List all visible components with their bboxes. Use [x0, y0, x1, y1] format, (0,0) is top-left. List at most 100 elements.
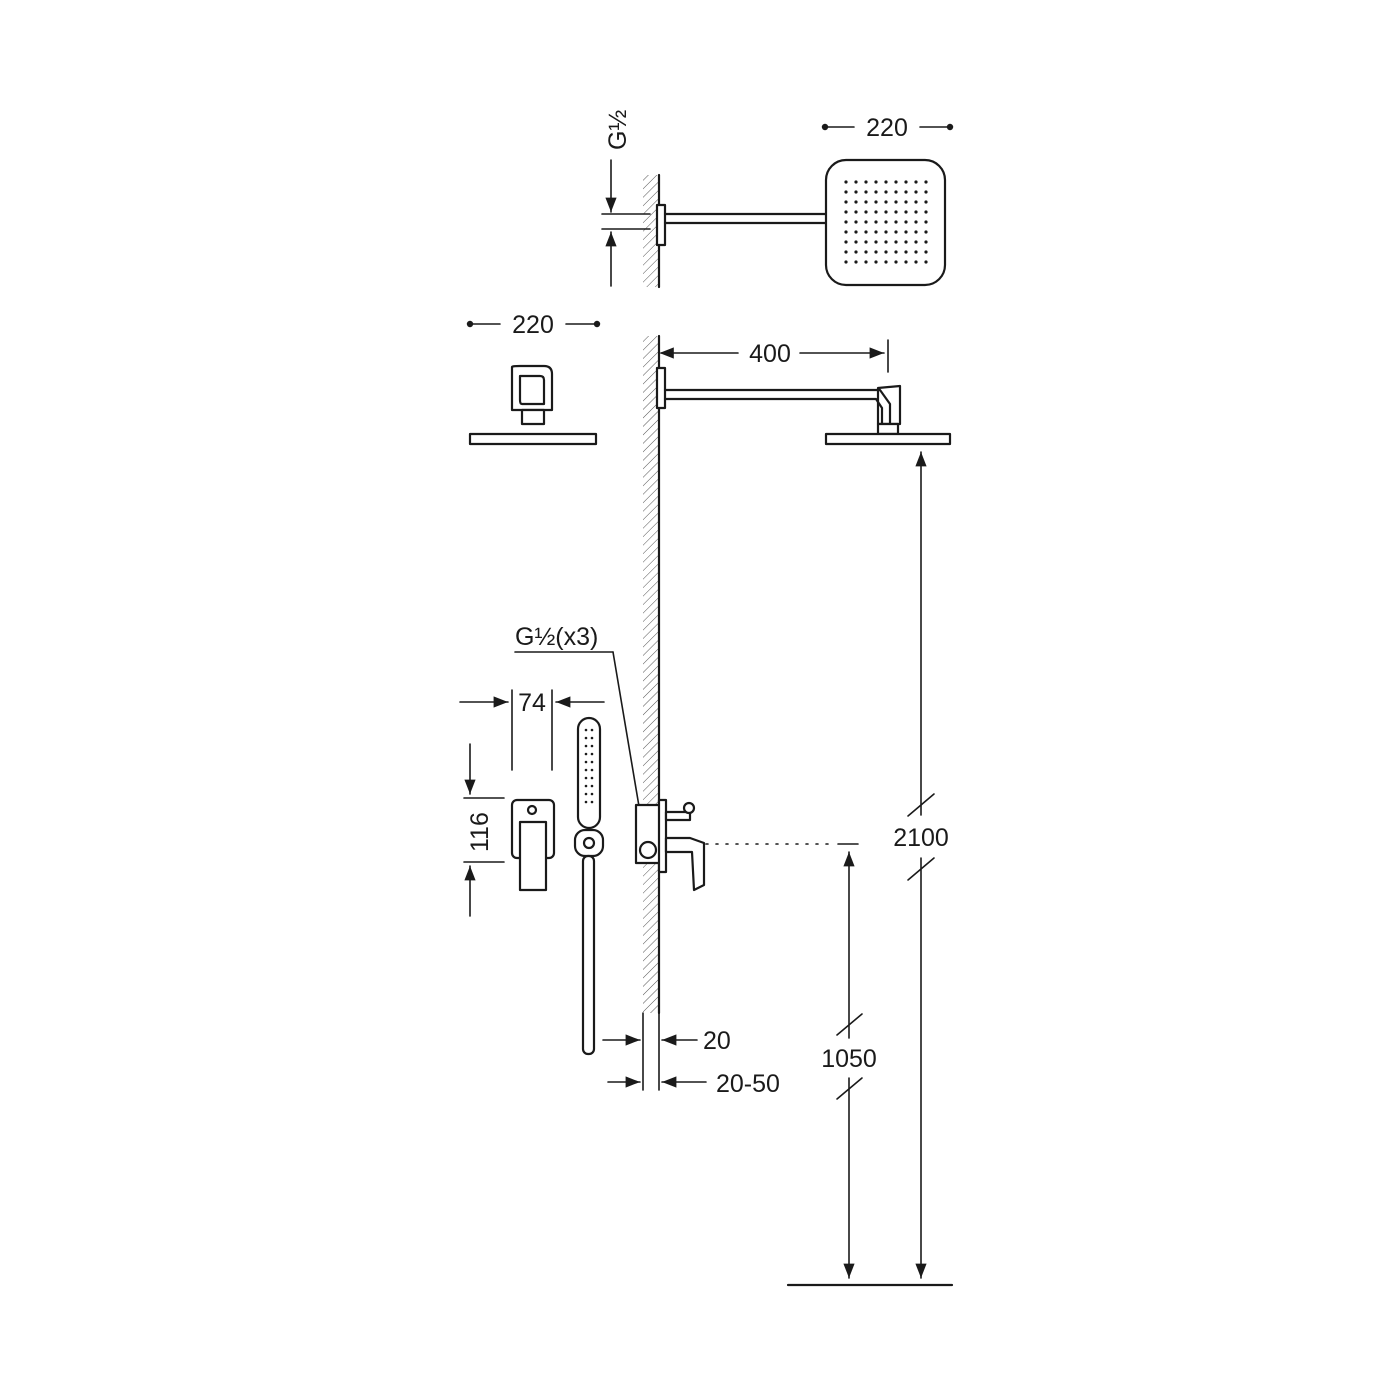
hand-nozzle-dot [590, 800, 594, 804]
nozzle-dot [844, 250, 848, 254]
hand-nozzle-dot [584, 728, 588, 732]
nozzle-dot [874, 200, 878, 204]
height-dimensions: 1050 2100 [786, 451, 954, 1287]
hand-nozzle-dot [590, 760, 594, 764]
nozzle-dot [894, 230, 898, 234]
nozzle-dot [924, 260, 928, 264]
nozzle-dot [864, 210, 868, 214]
nozzle-dot [894, 220, 898, 224]
nozzle-dot [864, 190, 868, 194]
nozzle-dot [924, 220, 928, 224]
handle-height-dimension: 116 [463, 743, 505, 917]
handle-width-label: 74 [518, 689, 546, 717]
nozzle-dot [884, 230, 888, 234]
nozzle-dot [894, 250, 898, 254]
wall-offset-label: 20 [703, 1027, 731, 1055]
nozzle-dot [884, 220, 888, 224]
nozzle-dot [914, 200, 918, 204]
nozzle-dot [914, 240, 918, 244]
nozzle-dot [924, 190, 928, 194]
nozzle-dot [914, 250, 918, 254]
nozzle-dot [904, 210, 908, 214]
nozzle-dot [884, 210, 888, 214]
nozzle-dot [874, 260, 878, 264]
hand-shower-hose [581, 854, 596, 1056]
head-connector-side [876, 422, 900, 436]
nozzle-dot [924, 180, 928, 184]
rain-head-side-view [824, 432, 952, 446]
nozzle-dot [904, 230, 908, 234]
wall-flange-side [655, 366, 667, 410]
nozzle-dot [884, 260, 888, 264]
hand-nozzle-dot [584, 768, 588, 772]
nozzle-dot [864, 220, 868, 224]
nozzle-dot [894, 240, 898, 244]
nozzle-dot [864, 250, 868, 254]
handle-height-label: 116 [466, 812, 494, 852]
nozzle-dot [894, 190, 898, 194]
nozzle-dot [914, 260, 918, 264]
nozzle-dot [924, 250, 928, 254]
nozzle-dot [854, 210, 858, 214]
hand-nozzle-dot [590, 792, 594, 796]
arm-length-dimension: 400 [659, 339, 889, 373]
nozzle-dot [914, 180, 918, 184]
nozzle-dot [864, 180, 868, 184]
nozzle-dot [924, 230, 928, 234]
nozzle-dot [844, 260, 848, 264]
valve-outlet [638, 840, 658, 860]
nozzle-dot [854, 190, 858, 194]
nozzle-dot [874, 250, 878, 254]
nozzle-dot [904, 190, 908, 194]
hand-nozzle-dot [584, 784, 588, 788]
nozzle-dot [854, 240, 858, 244]
nozzle-dot [844, 190, 848, 194]
thread-top-label: G½ [604, 110, 632, 150]
valve-stem-top [664, 810, 692, 822]
head-width-dimension-top: 220 [821, 114, 954, 142]
hand-shower-holder [573, 828, 605, 858]
nozzle-dot [854, 220, 858, 224]
handle-lever [518, 820, 548, 892]
main-wall-group [642, 334, 661, 1091]
hand-nozzle-dot [590, 752, 594, 756]
nozzle-dot [844, 220, 848, 224]
nozzle-dot [854, 250, 858, 254]
nozzle-dot [884, 190, 888, 194]
nozzle-dot [844, 210, 848, 214]
nozzle-dot [864, 240, 868, 244]
nozzle-dot [854, 200, 858, 204]
hand-shower [573, 716, 605, 1056]
nozzle-dot [854, 230, 858, 234]
nozzle-dot [914, 190, 918, 194]
nozzle-dot [874, 210, 878, 214]
nozzle-dot [884, 240, 888, 244]
nozzle-dot [884, 180, 888, 184]
nozzle-dot [874, 180, 878, 184]
nozzle-dot [904, 180, 908, 184]
hand-nozzle-dot [584, 776, 588, 780]
wall-flange-top [655, 203, 667, 247]
hand-nozzle-dot [590, 744, 594, 748]
nozzle-dot [904, 240, 908, 244]
nozzle-dot [904, 220, 908, 224]
nozzle-dot [894, 260, 898, 264]
nozzle-dot [894, 180, 898, 184]
nozzle-dot [844, 200, 848, 204]
hand-nozzle-dot [584, 792, 588, 796]
thread-dimension-top: G½ [601, 110, 651, 287]
arm-length-label: 400 [749, 340, 791, 368]
hand-nozzle-dot [584, 736, 588, 740]
handle-front-view: 74 116 [459, 689, 605, 917]
nozzle-dot [844, 240, 848, 244]
nozzle-dot [904, 260, 908, 264]
head-height-label: 2100 [893, 824, 949, 852]
thread-valve-label: G½(x3) [515, 623, 598, 651]
wall-depth-label: 20-50 [716, 1070, 780, 1098]
hand-nozzle-dot [590, 768, 594, 772]
nozzle-dot [914, 210, 918, 214]
hand-nozzle-dot [584, 744, 588, 748]
valve-height-label: 1050 [821, 1045, 877, 1073]
nozzle-dot [924, 210, 928, 214]
